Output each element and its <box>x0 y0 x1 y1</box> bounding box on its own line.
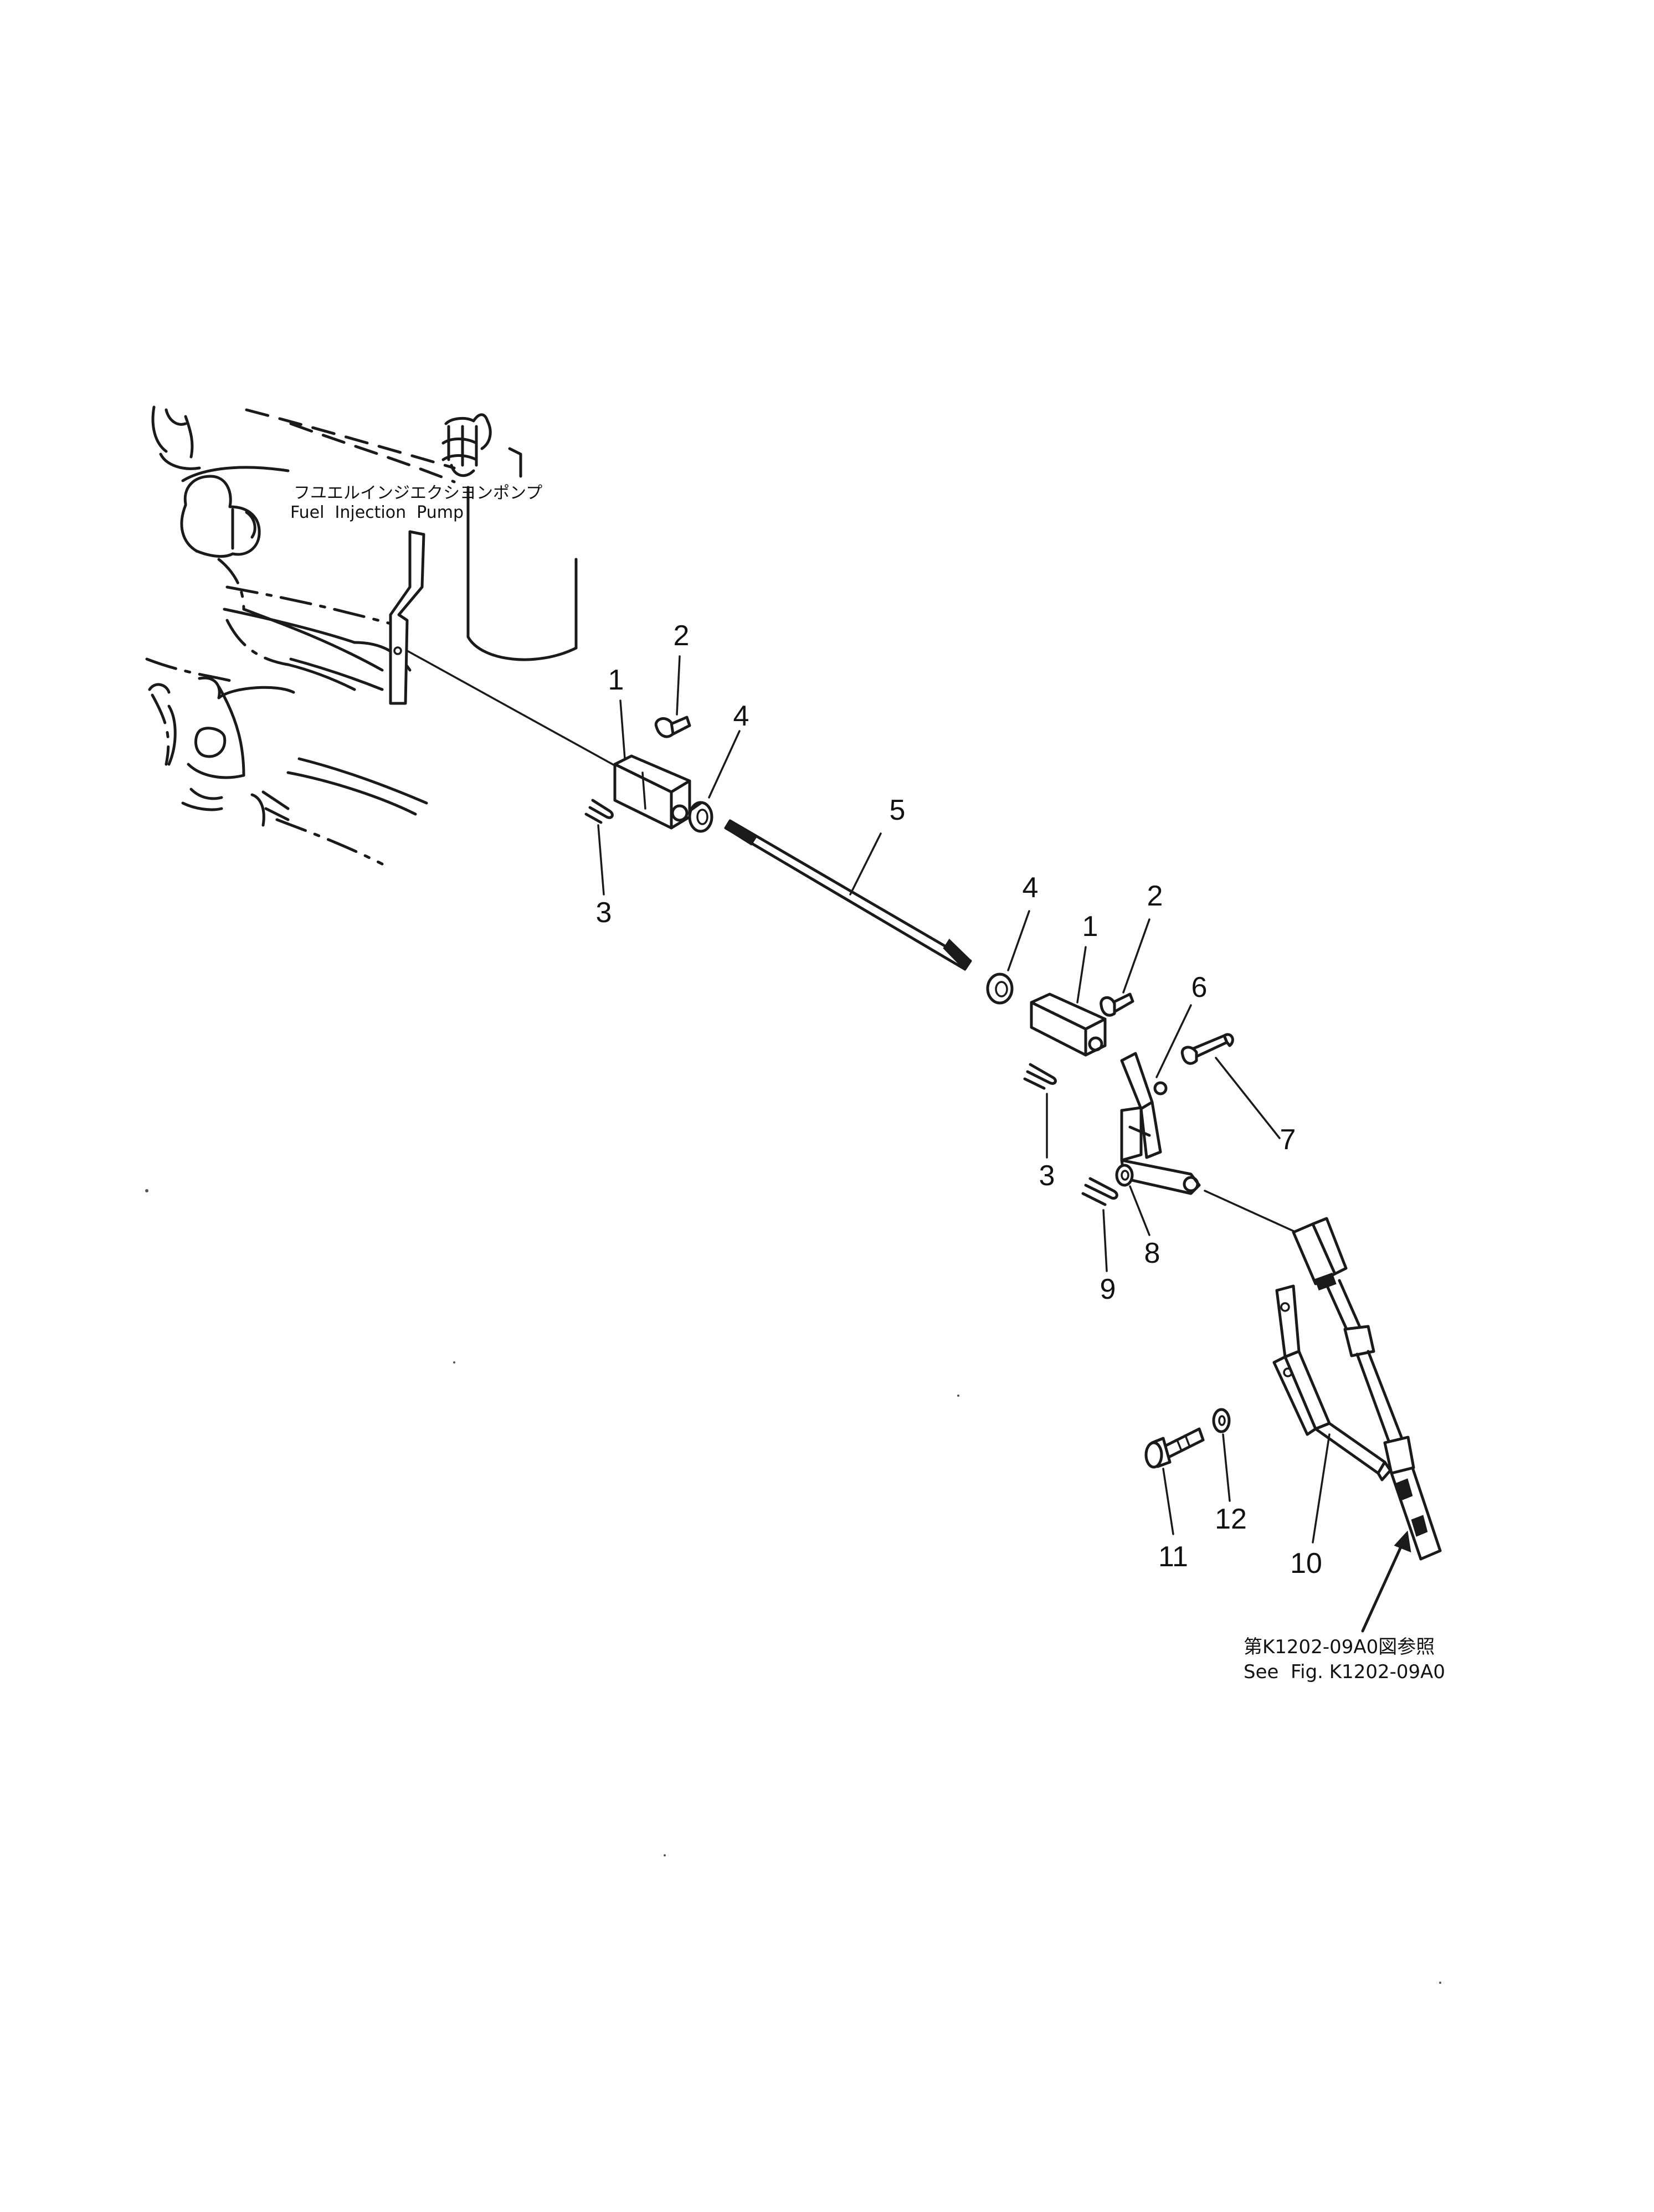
engine-bracket <box>389 530 425 705</box>
engine-outline <box>151 405 456 691</box>
text-callouts: フユエルインジエクシヨンポンプ Fuel Injection Pump 第K12… <box>290 483 1445 1683</box>
nut-upper <box>688 801 713 833</box>
pump-label-ja: フユエルインジエクシヨンポンプ <box>294 483 542 503</box>
callout-8: 8 <box>1144 1237 1160 1269</box>
scan-specks <box>145 1189 1441 1984</box>
callout-1-lower: 1 <box>1082 910 1098 943</box>
pump-body <box>466 486 578 661</box>
lever <box>1120 1052 1201 1195</box>
callout-9: 9 <box>1100 1273 1116 1305</box>
pump-label-en: Fuel Injection Pump <box>290 503 464 522</box>
callout-1-upper: 1 <box>608 664 624 696</box>
engine-lower <box>145 657 428 866</box>
callout-3-upper: 3 <box>596 897 612 929</box>
bolt <box>1144 1427 1205 1469</box>
injection-lines <box>441 413 522 478</box>
nut-lower <box>986 973 1014 1005</box>
clevis-upper <box>613 754 691 830</box>
part-number-labels: 1 2 4 3 5 4 1 2 6 7 3 8 9 10 11 12 <box>596 620 1322 1580</box>
callout-7: 7 <box>1280 1124 1296 1156</box>
control-cable <box>1292 1217 1442 1561</box>
callout-3-lower: 3 <box>1039 1160 1055 1192</box>
clevis-lower <box>1030 992 1107 1057</box>
callout-12: 12 <box>1215 1503 1247 1535</box>
reference-label-en: See Fig. K1202-09A0 <box>1244 1661 1445 1683</box>
reference-arrow <box>1361 1530 1411 1633</box>
pin-lever <box>1180 1033 1234 1065</box>
callout-11: 11 <box>1158 1541 1188 1573</box>
washer <box>1115 1164 1134 1187</box>
cotter-lever <box>1081 1177 1118 1206</box>
callout-2-lower: 2 <box>1147 880 1163 912</box>
reference-label-ja: 第K1202-09A0図参照 <box>1244 1636 1435 1658</box>
callout-5: 5 <box>890 794 906 826</box>
callout-4-upper: 4 <box>733 700 749 732</box>
callout-4-lower: 4 <box>1023 872 1039 904</box>
leader-lines <box>597 655 1331 1544</box>
pin-upper <box>654 716 691 738</box>
pin-lower <box>1100 992 1134 1017</box>
callout-2-upper: 2 <box>674 620 690 652</box>
bracket <box>1272 1284 1392 1481</box>
cotter-lower <box>1023 1063 1057 1090</box>
callout-10: 10 <box>1290 1547 1322 1580</box>
callout-6: 6 <box>1191 971 1208 1004</box>
cotter-upper <box>584 799 614 824</box>
rod <box>724 819 972 971</box>
washer-bracket <box>1212 1408 1231 1433</box>
